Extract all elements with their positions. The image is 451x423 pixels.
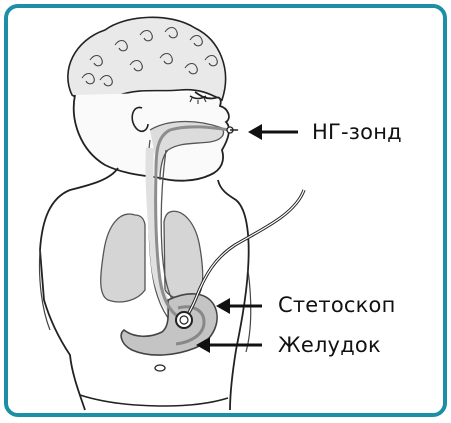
right-lung <box>164 211 203 300</box>
navel <box>155 365 165 371</box>
arrow-stethoscope <box>216 298 262 314</box>
arrow-stomach <box>196 337 262 353</box>
stethoscope-chestpiece <box>176 312 192 328</box>
label-stomach: Желудок <box>278 333 381 357</box>
left-lung <box>101 214 145 302</box>
arrow-ng-tube <box>248 124 298 140</box>
hair <box>68 17 226 100</box>
label-stethoscope: Стетоскоп <box>278 293 396 317</box>
label-ng-tube: НГ-зонд <box>312 120 402 144</box>
